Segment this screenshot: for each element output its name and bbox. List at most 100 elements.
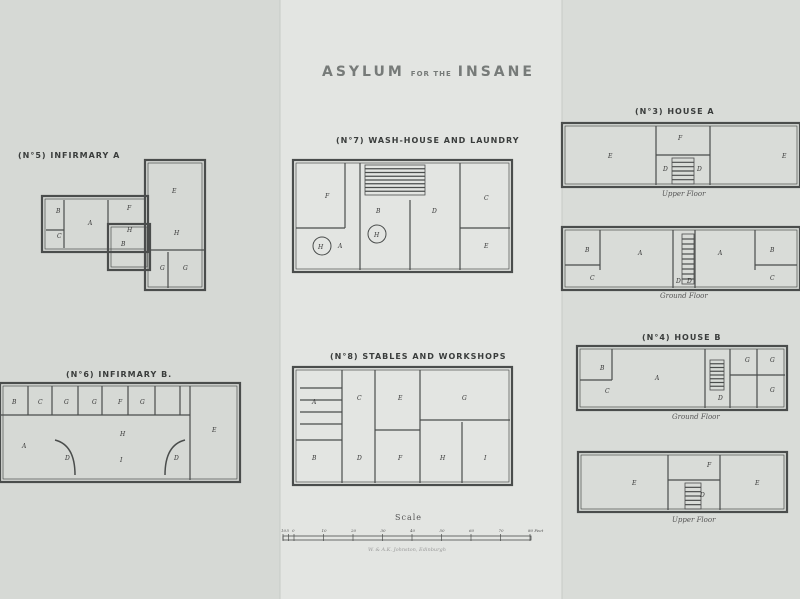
room-label: D: [64, 455, 70, 462]
scale-tick-label: 10: [322, 528, 328, 533]
paper-right-panel: [562, 0, 800, 599]
room-label: I: [119, 457, 123, 464]
room-label: C: [484, 195, 489, 202]
inner-wall: [110, 226, 148, 268]
room-label: A: [654, 375, 660, 382]
scale-tick-label: 0: [292, 528, 295, 533]
room-label: A: [21, 443, 27, 450]
scale-tick-label: 70: [499, 528, 505, 533]
house-a-ground-caption: Ground Floor: [660, 292, 708, 300]
title-word: INSANE: [457, 64, 535, 80]
scale-tick-label: 10: [281, 528, 287, 533]
room-label: D: [173, 455, 179, 462]
room-label: F: [324, 193, 330, 200]
room-label: C: [770, 275, 775, 282]
curved-wall: [54, 439, 76, 476]
curved-wall: [164, 439, 186, 476]
room-label: D: [717, 395, 723, 402]
room-label: B: [584, 247, 590, 254]
room-label: G: [140, 399, 145, 406]
room-label: C: [57, 233, 62, 240]
room-label: F: [677, 135, 683, 142]
room-label: H: [317, 244, 324, 251]
room-label: F: [126, 205, 132, 212]
room-label: A: [87, 220, 93, 227]
sheet-title: ASYLUM FOR THE INSANE: [322, 64, 535, 80]
room-label: B: [120, 241, 126, 248]
outer-wall: [575, 344, 789, 412]
room-label: B: [599, 365, 605, 372]
room-label: I: [483, 455, 487, 462]
room-label: A: [717, 250, 723, 257]
house-a-upper-caption: Upper Floor: [662, 190, 706, 198]
inner-wall: [295, 369, 510, 483]
room-label: D: [662, 166, 668, 173]
room-label: H: [373, 232, 380, 239]
room-label: F: [397, 455, 403, 462]
scale-tick-label: 5: [287, 528, 290, 533]
room-label: G: [183, 265, 188, 272]
room-label: B: [11, 399, 17, 406]
infirmary-b-title: (N°6) INFIRMARY B.: [66, 370, 173, 379]
outer-wall: [143, 158, 207, 292]
outer-wall: [576, 450, 789, 514]
room-label: E: [607, 153, 613, 160]
scale-tick-label: 20: [350, 528, 357, 533]
inner-wall: [580, 454, 785, 510]
inner-wall: [579, 348, 785, 408]
infirmary-a-title: (N°5) INFIRMARY A: [18, 151, 121, 160]
room-label: E: [483, 243, 489, 250]
scale-tick-label: 50: [440, 528, 446, 533]
stables-title: (N°8) STABLES AND WORKSHOPS: [330, 352, 507, 361]
room-label: D: [431, 208, 437, 215]
room-label: G: [745, 357, 750, 364]
room-label: C: [605, 388, 610, 395]
room-label: A: [311, 399, 317, 406]
room-label: C: [38, 399, 43, 406]
room-label: A: [337, 243, 343, 250]
scale-tick-label: 60: [469, 528, 475, 533]
outer-wall: [291, 365, 514, 487]
boiler-circle: [367, 224, 387, 244]
boiler-circle: [312, 236, 332, 256]
room-label: D: [675, 278, 681, 285]
room-label: B: [769, 247, 775, 254]
room-label: H: [119, 431, 126, 438]
imprint: W. & A.K. Johnston, Edinburgh: [368, 547, 446, 553]
room-label: G: [160, 265, 165, 272]
room-label: B: [375, 208, 381, 215]
room-label: H: [439, 455, 446, 462]
room-label: F: [117, 399, 123, 406]
outer-wall: [291, 158, 514, 274]
room-label: D: [699, 492, 705, 499]
scale-tick-label: 40: [409, 528, 416, 533]
wash-house-title: (N°7) WASH-HOUSE AND LAUNDRY: [336, 136, 520, 145]
scale-label: Scale: [395, 513, 423, 522]
room-label: D: [686, 278, 692, 285]
room-label: E: [171, 188, 177, 195]
scale-tick-label: 30: [381, 528, 387, 533]
title-word: ASYLUM: [322, 64, 405, 80]
room-label: E: [211, 427, 217, 434]
room-label: G: [770, 387, 775, 394]
inner-wall: [2, 385, 238, 480]
inner-wall: [295, 162, 510, 270]
room-label: C: [357, 395, 362, 402]
room-label: D: [696, 166, 702, 173]
outer-wall: [0, 381, 242, 484]
outer-wall: [560, 225, 800, 292]
house-a-title: (N°3) HOUSE A: [635, 107, 715, 116]
room-label: E: [631, 480, 637, 487]
scale-tick-label: 80 Feet: [528, 528, 544, 533]
title-word: FOR THE: [410, 70, 452, 78]
room-label: G: [770, 357, 775, 364]
room-label: B: [55, 208, 61, 215]
house-b-title: (N°4) HOUSE B: [642, 333, 722, 342]
house-b-ground-caption: Ground Floor: [672, 413, 720, 421]
room-label: D: [356, 455, 362, 462]
room-label: A: [637, 250, 643, 257]
room-label: H: [173, 230, 180, 237]
paper-left-panel: [0, 0, 280, 599]
inner-wall: [564, 229, 798, 288]
